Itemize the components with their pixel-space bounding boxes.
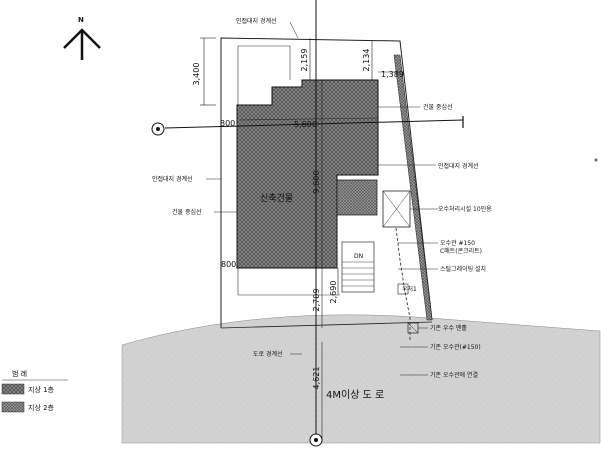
dim-5600: 5,600	[294, 120, 317, 129]
label-existing-1: 기존 우수 맨홀	[430, 324, 467, 332]
label-adjacent-left: 인접대지 경계선	[152, 175, 193, 183]
dim-800-top: 800	[220, 119, 235, 128]
stair-block	[336, 179, 378, 216]
axis-marker-right	[594, 158, 598, 162]
dim-2159: 2,159	[300, 49, 309, 72]
label-adjacent-right: 인접대지 경계선	[438, 162, 479, 170]
dim-9600: 9,600	[312, 171, 321, 194]
legend-label-floor2: 지상 2층	[28, 403, 55, 412]
axis-marker-bottom	[309, 433, 323, 447]
dim-4621: 4,621	[312, 367, 321, 390]
dim-2709: 2,709	[312, 289, 321, 312]
stair-area	[341, 241, 375, 293]
new-building-footprint	[236, 79, 379, 269]
axis-marker-left	[151, 122, 165, 136]
legend-label-floor1: 지상 1층	[28, 385, 55, 394]
dim-2690: 2,690	[329, 281, 338, 304]
dim-2134: 2,134	[362, 49, 371, 72]
label-pipe2: C매트(콘크리트)	[440, 247, 482, 255]
site-boundary	[220, 37, 433, 328]
label-dn: DN	[354, 253, 363, 260]
legend: 범 례 지상 1층 지상 2층	[1, 369, 68, 413]
dim-800-bottom: 800	[221, 260, 236, 269]
label-new-building: 신축건물	[260, 193, 293, 204]
dim-1389: 1,389	[381, 70, 404, 79]
adjacent-boundary-strip	[393, 54, 433, 321]
road-area	[121, 314, 601, 444]
sewer-pipe	[395, 227, 411, 340]
setback-line-2	[238, 45, 291, 80]
legend-title: 범 례	[12, 369, 27, 378]
label-adjacent-top: 인접대지 경계선	[236, 17, 277, 25]
label-building-center-right: 건물 중심선	[423, 103, 453, 111]
label-building-center-left: 건물 중심선	[172, 208, 202, 216]
label-road: 4M이상 도 로	[326, 389, 384, 401]
label-road-boundary: 도로 경계선	[253, 350, 283, 358]
legend-swatch-floor1	[1, 383, 25, 395]
dim-3400: 3,400	[192, 63, 201, 86]
label-manhole: 우처1	[402, 285, 417, 293]
manhole-box	[397, 283, 409, 295]
label-pipe3: 스틸그레이팅 설치	[440, 265, 486, 273]
north-label: N	[78, 16, 84, 24]
site-boundary-bottom	[220, 321, 433, 329]
north-arrow-icon	[63, 28, 101, 60]
stair-treads	[342, 261, 374, 287]
dimension-lines	[200, 37, 400, 440]
label-pipe1: 오수관 #150	[440, 239, 475, 247]
horizontal-center-line	[164, 119, 464, 129]
legend-swatch-floor2	[1, 401, 25, 413]
label-existing-3: 기존 오수관에 연결	[430, 371, 478, 379]
label-septic: 오수처리시설 10인용	[438, 205, 492, 213]
label-existing-2: 기존 오수관(#150)	[430, 343, 481, 351]
leader-lines	[206, 21, 438, 376]
